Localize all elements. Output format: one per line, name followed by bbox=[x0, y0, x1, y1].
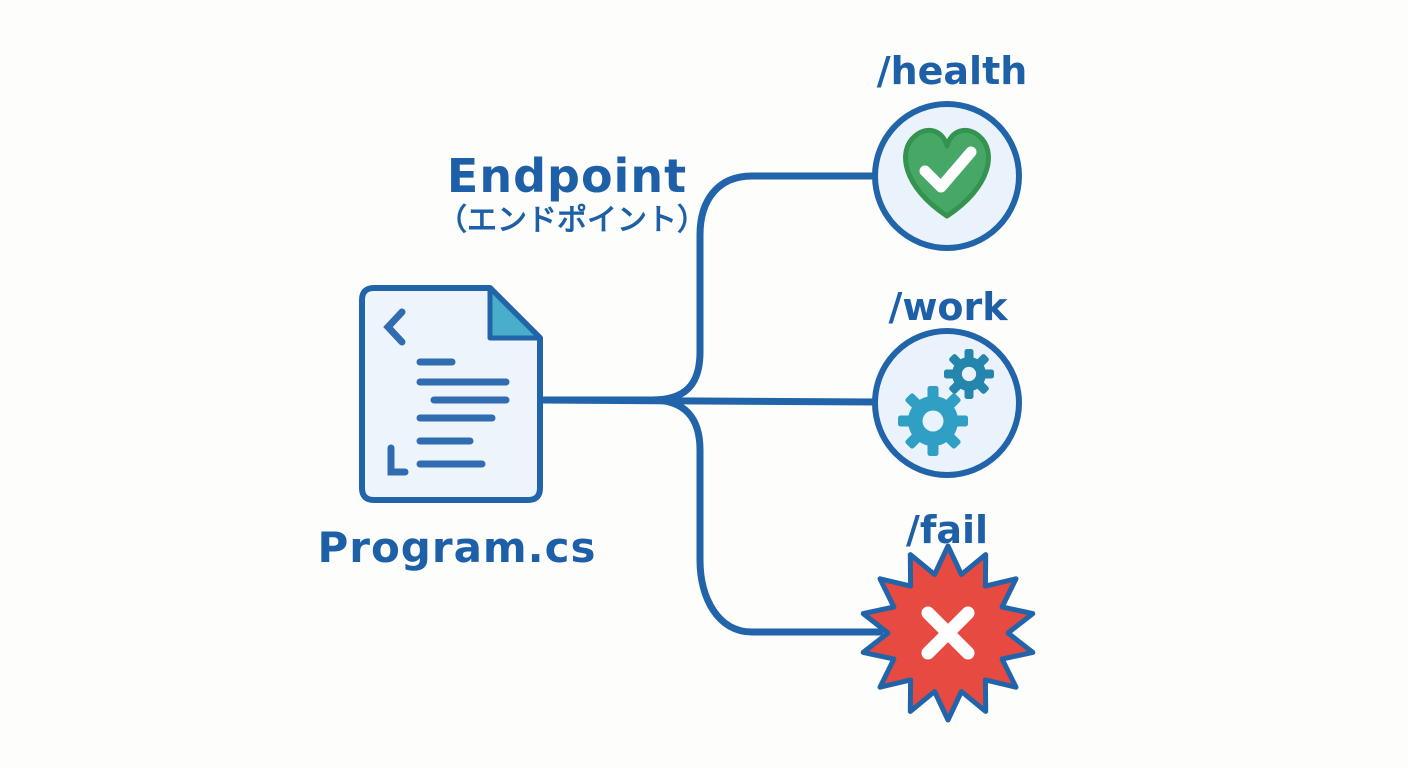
connector-health bbox=[536, 172, 876, 404]
heart-check-icon bbox=[903, 127, 991, 219]
endpoint-work bbox=[872, 328, 1022, 478]
fail-label: /fail bbox=[906, 508, 988, 552]
code-chevron bbox=[383, 308, 406, 346]
endpoint-health bbox=[872, 101, 1022, 251]
x-stroke bbox=[921, 606, 975, 660]
health-label: /health bbox=[877, 49, 1028, 93]
connectors bbox=[536, 172, 884, 636]
diagram-subtitle: （エンドポイント） bbox=[437, 203, 707, 238]
check-icon bbox=[919, 146, 977, 193]
document-fold bbox=[487, 285, 543, 341]
diagram-title: Endpoint bbox=[447, 149, 687, 203]
x-icon bbox=[921, 606, 975, 660]
work-label: /work bbox=[888, 285, 1008, 329]
code-bracket bbox=[387, 444, 409, 476]
code-lines bbox=[383, 308, 510, 476]
document-outline bbox=[359, 285, 543, 503]
code-file-icon bbox=[359, 285, 543, 503]
gears-icon bbox=[898, 349, 994, 456]
endpoint-fail bbox=[860, 543, 1036, 723]
program-cs-label: Program.cs bbox=[317, 523, 596, 572]
connector-fail bbox=[536, 396, 884, 636]
